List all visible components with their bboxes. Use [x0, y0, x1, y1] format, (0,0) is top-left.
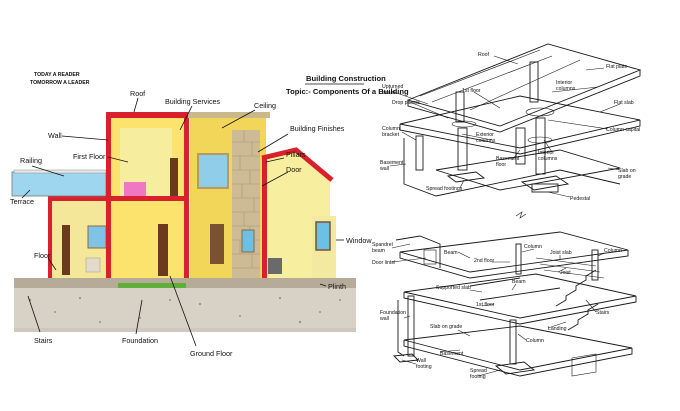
sketch-divider-mark — [515, 211, 527, 219]
stone-texture — [232, 130, 260, 269]
bottom-label-second-floor: 2nd floor — [474, 258, 494, 264]
top-label-drop-panels: Drop panels — [392, 100, 420, 106]
top-label-first-floor: 1st floor — [462, 88, 481, 94]
railing-top — [13, 169, 107, 174]
roof-slab-right — [188, 112, 270, 118]
right-wing-red-edge — [262, 158, 267, 278]
top-label-flat-slab: Flat slab — [614, 100, 634, 106]
label-ceiling: Ceiling — [254, 101, 276, 110]
motto-line2: TOMORROW A LEADER — [30, 80, 90, 86]
label-door: Door — [286, 165, 302, 174]
roof-slab-left — [106, 112, 190, 118]
right-window — [315, 221, 331, 251]
bottom-label-beam-mid: Beam — [512, 279, 526, 285]
left-door — [62, 225, 70, 275]
foundation-fill — [14, 288, 356, 328]
label-foundation: Foundation — [122, 336, 158, 345]
terrace-slab — [48, 196, 110, 201]
label-roof: Roof — [130, 89, 145, 98]
tower-left-edge — [106, 112, 111, 278]
bottom-label-joist-slab: Joist slab — [550, 250, 572, 256]
first-floor-slab — [108, 196, 188, 201]
bottom-label-door-lintel: Door lintel — [372, 260, 395, 266]
heading-topic: Topic:- Components Of a Building — [286, 87, 409, 96]
bottom-label-beam: Beam — [444, 250, 458, 256]
upper-window — [197, 153, 229, 189]
pillar-window — [241, 229, 255, 253]
pitched-roof — [261, 147, 334, 182]
house-leader-lines — [21, 97, 344, 347]
left-wing-red-edge — [48, 200, 52, 278]
upper-door — [170, 158, 178, 196]
chair — [85, 257, 101, 273]
heading-title: Building Construction — [306, 74, 386, 83]
label-floor: Floor — [34, 251, 51, 260]
label-stairs: Stairs — [34, 336, 53, 345]
top-label-pedestal: Pedestal — [570, 196, 590, 202]
bottom-label-landing: Landing — [548, 326, 567, 332]
top-label-column-capital: Column capital — [606, 127, 640, 133]
bottom-label-column-right: Column — [604, 248, 622, 254]
label-wall: Wall — [48, 131, 62, 140]
ground-texture — [28, 296, 341, 324]
motto-line1: TODAY A READER — [34, 72, 80, 78]
label-first-floor: First Floor — [73, 152, 106, 161]
house-illustration — [11, 112, 356, 332]
label-railing: Railing — [20, 156, 42, 165]
stone-pillar — [232, 130, 260, 278]
label-terrace: Terrace — [10, 197, 34, 206]
bottom-label-column-top: Column — [524, 244, 542, 250]
stair-rail — [210, 224, 224, 264]
left-window — [87, 225, 107, 249]
sofa — [268, 258, 282, 274]
bottom-label-basement: Basement — [440, 351, 464, 357]
label-plinth: Plinth — [328, 282, 346, 291]
label-building-services: Building Services — [165, 97, 221, 106]
label-window: Window — [346, 236, 372, 245]
tower-right-edge — [184, 116, 189, 278]
bottom-label-slab-on-grade: Slab on grade — [430, 324, 462, 330]
bottom-label-first-floor: 1st floor — [476, 302, 495, 308]
railing-glass — [11, 171, 107, 197]
label-pillars: Pillars — [286, 150, 306, 159]
label-ground-floor: Ground Floor — [190, 349, 233, 358]
bottom-label-stairs: Stairs — [596, 310, 610, 316]
ground-door — [158, 224, 168, 276]
bottom-label-supported-slab: Supported slab — [436, 285, 471, 291]
top-label-spread-footings: Spread footings — [426, 186, 463, 192]
flat-plate-leaders — [389, 55, 621, 198]
bottom-label-joist: Joist — [560, 270, 571, 276]
flat-plate-sketch — [399, 43, 642, 197]
top-label-roof: Roof — [478, 52, 490, 58]
lawn-patch — [118, 283, 186, 291]
beam-slab-leaders — [391, 243, 605, 377]
label-building-finishes: Building Finishes — [290, 124, 345, 133]
beam-slab-sketch — [393, 231, 637, 377]
pink-bed — [124, 182, 146, 196]
bottom-label-column-low: Column — [526, 338, 544, 344]
top-label-flat-plate: Flat plate — [606, 64, 627, 70]
